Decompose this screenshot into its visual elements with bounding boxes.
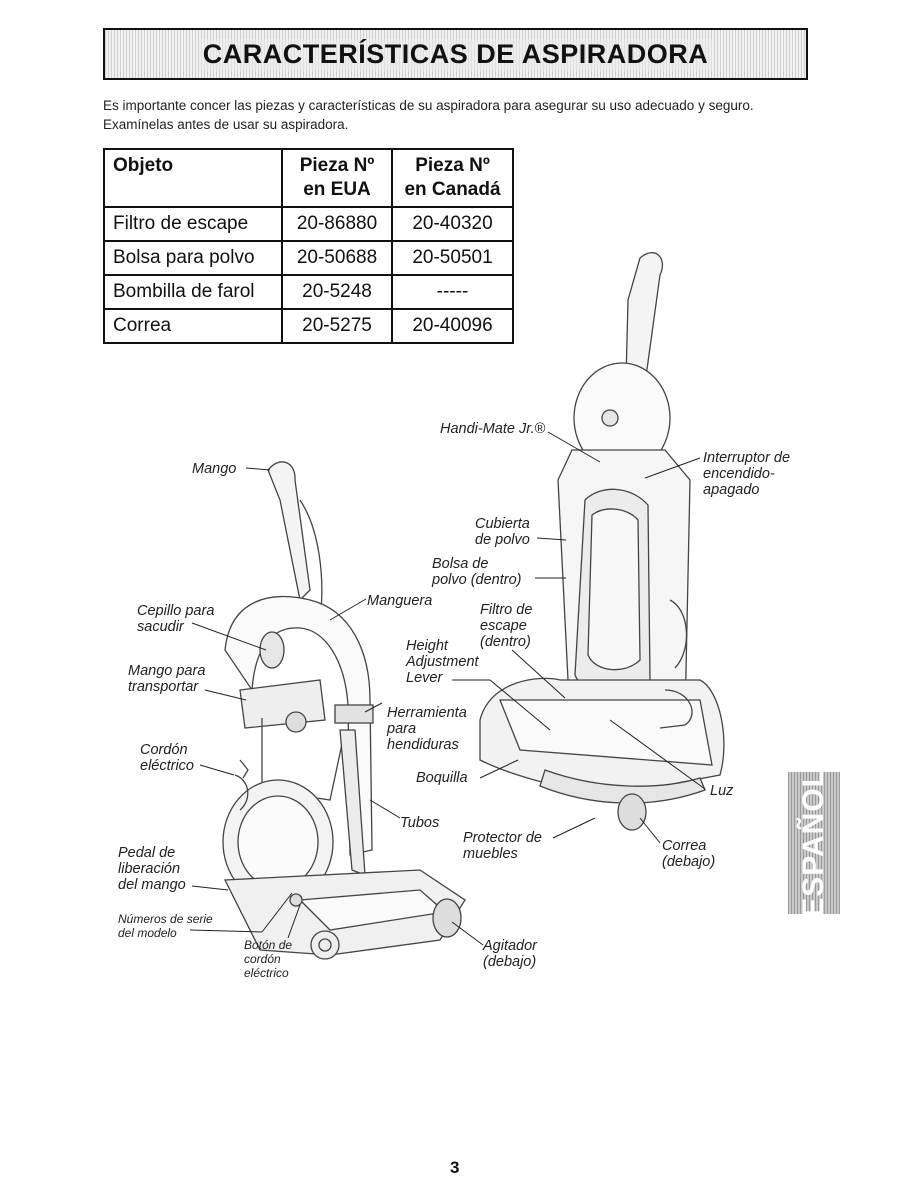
label-cordon: Cordón eléctrico	[140, 742, 194, 774]
cell-ca: -----	[391, 274, 514, 310]
label-agitador: Agitador (debajo)	[483, 938, 538, 970]
side-view-vacuum	[222, 461, 466, 960]
table-row: Filtro de escape 20-86880 20-40320	[103, 206, 514, 242]
label-filtro: Filtro de escape (dentro)	[480, 602, 533, 650]
page-number: 3	[450, 1158, 460, 1177]
cell-item: Bombilla de farol	[103, 274, 283, 310]
cell-ca: 20-40320	[391, 206, 514, 242]
intro-line-2: Examínelas antes de usar su aspiradora.	[103, 117, 349, 132]
language-tab: ESPAÑOL	[788, 768, 840, 918]
intro-line-1: Es importante concer las piezas y caract…	[103, 98, 754, 113]
label-protector: Protector de muebles	[463, 830, 542, 862]
cell-ca: 20-40096	[391, 308, 514, 344]
table-row: Bolsa para polvo 20-50688 20-50501	[103, 240, 514, 276]
label-herramienta: Herramienta para hendiduras	[387, 705, 467, 753]
label-bolsa: Bolsa de polvo (dentro)	[432, 556, 522, 588]
section-title: CARACTERÍSTICAS DE ASPIRADORA	[198, 38, 713, 70]
label-correa: Correa (debajo)	[662, 838, 716, 870]
cell-item: Bolsa para polvo	[103, 240, 283, 276]
label-pedal: Pedal de liberación del mango	[118, 845, 186, 893]
label-manguera: Manguera	[367, 593, 433, 609]
language-tab-label: ESPAÑOL	[797, 768, 830, 918]
front-view-vacuum	[479, 252, 725, 831]
section-title-banner: CARACTERÍSTICAS DE ASPIRADORA	[103, 28, 808, 80]
cell-item: Correa	[103, 308, 283, 344]
table-row: Bombilla de farol 20-5248 -----	[103, 274, 514, 310]
header-item: Objeto	[103, 148, 283, 208]
label-handi-mate: Handi-Mate Jr.®	[440, 421, 546, 437]
label-tubos: Tubos	[400, 815, 440, 831]
label-luz: Luz	[710, 783, 734, 799]
label-cubierta: Cubierta de polvo	[475, 516, 530, 548]
leader-lines	[189, 431, 706, 946]
label-mango: Mango	[192, 461, 237, 477]
cell-item: Filtro de escape	[103, 206, 283, 242]
label-numeros: Números de serie del modelo	[118, 912, 213, 940]
cell-us: 20-5248	[281, 274, 393, 310]
label-height-lever: Height Adjustment Lever	[406, 638, 479, 686]
cell-us: 20-5275	[281, 308, 393, 344]
label-interruptor: Interruptor de encendido- apagado	[703, 450, 791, 498]
cell-us: 20-50688	[281, 240, 393, 276]
label-boton: Botón de cordón eléctrico	[244, 938, 293, 980]
table-row: Correa 20-5275 20-40096	[103, 308, 514, 344]
label-cepillo: Cepillo para sacudir	[137, 603, 215, 635]
cell-ca: 20-50501	[391, 240, 514, 276]
intro-text: Es importante concer las piezas y caract…	[103, 96, 823, 134]
label-mango-transportar: Mango para transportar	[128, 663, 206, 695]
label-boquilla: Boquilla	[416, 770, 468, 786]
cell-us: 20-86880	[281, 206, 393, 242]
